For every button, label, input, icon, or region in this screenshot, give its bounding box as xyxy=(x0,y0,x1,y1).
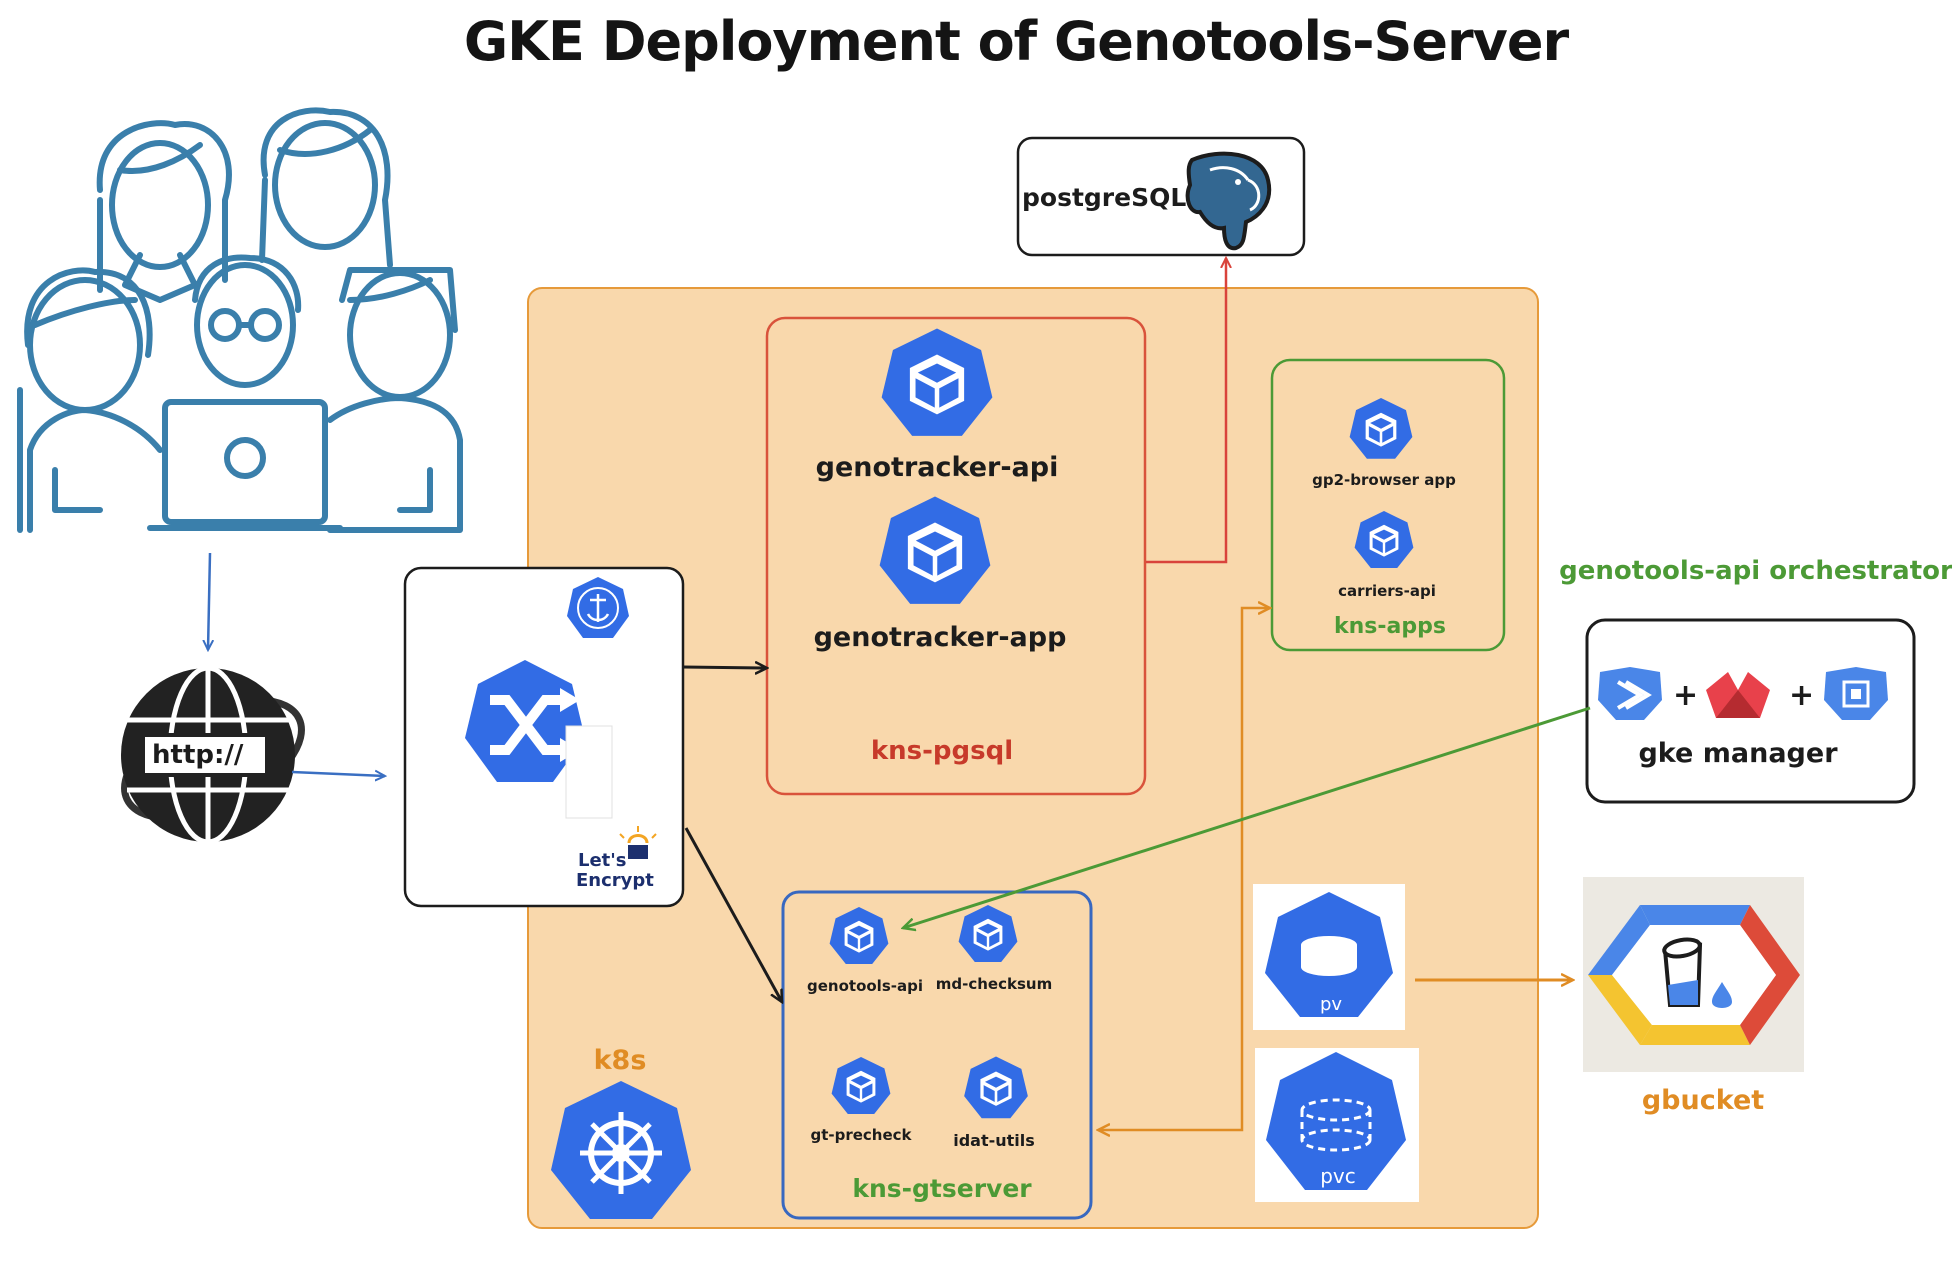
letsencrypt-icon xyxy=(565,725,657,859)
kns-pgsql-box xyxy=(765,316,1147,796)
postgres-label: postgreSQL xyxy=(1022,183,1187,212)
pvc-label: pvc xyxy=(1320,1164,1356,1188)
kns-gtserver-label: kns-gtserver xyxy=(852,1174,1032,1203)
cloud-run-icon xyxy=(1598,667,1662,720)
pv-label: pv xyxy=(1319,994,1343,1015)
page-title: GKE Deployment of Genotools-Server xyxy=(463,10,1569,73)
gp2-browser-app-label: gp2-browser app xyxy=(1312,471,1456,489)
genotracker-api-label: genotracker-api xyxy=(815,452,1059,483)
arrow-http-to-ingress xyxy=(291,772,385,776)
kns-gtserver-box xyxy=(781,890,1093,1220)
carriers-api-label: carriers-api xyxy=(1338,582,1436,600)
plus-sign-1: + xyxy=(1673,678,1699,713)
streamlit-icon xyxy=(1706,672,1770,718)
gbucket-label: gbucket xyxy=(1641,1085,1765,1116)
md-checksum-label: md-checksum xyxy=(935,975,1053,993)
arrow-ingress-to-pgsql xyxy=(682,667,767,668)
users-icon xyxy=(17,107,463,533)
letsencrypt-label-line1: Let's xyxy=(578,850,627,871)
k8s-label: k8s xyxy=(593,1045,647,1076)
gke-manager-label: gke manager xyxy=(1638,738,1838,769)
gbucket-icon xyxy=(1588,905,1800,1045)
kubernetes-logo-icon xyxy=(551,1081,691,1219)
globe-icon xyxy=(121,665,305,845)
plus-sign-2: + xyxy=(1789,678,1815,713)
postgresql-elephant-icon xyxy=(1185,151,1272,251)
kns-pgsql-label: kns-pgsql xyxy=(870,736,1014,766)
pvc-icon xyxy=(1266,1052,1406,1190)
arrow-users-to-http xyxy=(208,552,210,650)
idat-utils-label: idat-utils xyxy=(953,1131,1035,1150)
kns-apps-box xyxy=(1270,358,1506,652)
letsencrypt-label-line2: Encrypt xyxy=(576,870,654,891)
orchestrator-title: genotools-api orchestrator xyxy=(1559,556,1952,586)
http-label: http:// xyxy=(152,740,244,770)
compute-engine-icon xyxy=(1824,667,1888,720)
arrow-ingress-to-gtserver xyxy=(684,827,782,1002)
genotools-api-label: genotools-api xyxy=(807,977,923,995)
arrow-storage-to-gtserver xyxy=(1098,1122,1244,1130)
arrow-pgsql-to-postgres xyxy=(1146,258,1226,564)
pv-icon xyxy=(1265,892,1393,1017)
gt-precheck-label: gt-precheck xyxy=(810,1126,912,1144)
arrow-manager-to-genotools-api xyxy=(903,706,1591,928)
cert-manager-icon xyxy=(567,577,629,638)
arrow-storage-to-apps xyxy=(1240,608,1270,1122)
kns-apps-label: kns-apps xyxy=(1334,614,1446,639)
genotracker-app-label: genotracker-app xyxy=(813,622,1067,653)
